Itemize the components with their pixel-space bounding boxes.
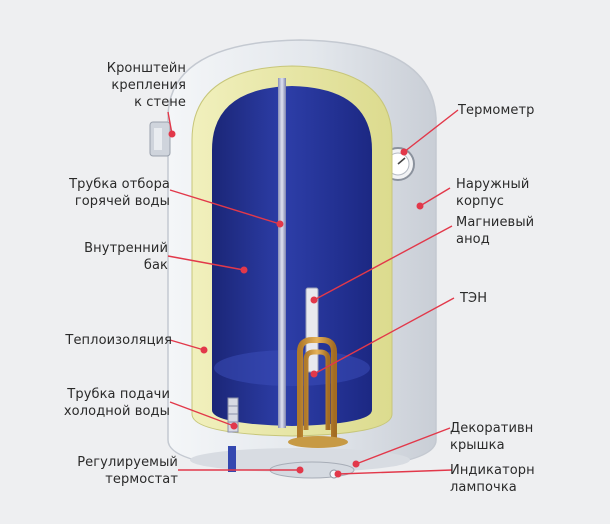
leader-hot-pipe [169, 189, 281, 225]
hot-water-pipe [278, 78, 286, 428]
leader-cold-pipe [169, 401, 235, 427]
leader-dots [168, 130, 424, 478]
leader-casing [419, 187, 451, 207]
leader-inner-tank [167, 255, 245, 271]
drain-pipe [228, 446, 236, 472]
cold-water-inlet [227, 397, 239, 433]
label-decorative-cover: Декоративн крышка [450, 421, 534, 453]
label-heating-element: ТЭН [460, 291, 488, 306]
leader-insulation [169, 339, 205, 351]
label-hot-water-pipe: Трубка отбора горячей воды [69, 177, 170, 209]
leader-cover [355, 427, 451, 465]
label-bracket: Кронштейн крепления к стене [106, 61, 186, 110]
leader-bracket [167, 111, 173, 135]
label-inner-tank: Внутренний бак [84, 241, 168, 273]
leader-ten [313, 297, 455, 375]
label-cold-water-pipe: Трубка подачи холодной воды [63, 387, 170, 419]
wall-bracket [149, 121, 171, 157]
leader-thermometer [403, 109, 459, 153]
label-thermometer: Термометр [458, 103, 535, 118]
label-outer-casing: Наружный корпус [456, 177, 530, 209]
leader-lines [167, 109, 459, 475]
label-magnesium-anode: Магниевый анод [456, 215, 535, 247]
heating-element [288, 337, 348, 448]
leader-anode [313, 225, 453, 301]
label-thermostat: Регулируемый термостат [77, 455, 178, 487]
label-insulation: Теплоизоляция [65, 333, 172, 348]
leader-lamp [337, 469, 453, 475]
tank-water-surface [214, 350, 370, 386]
label-indicator-lamp: Индикаторн лампочка [450, 463, 535, 495]
